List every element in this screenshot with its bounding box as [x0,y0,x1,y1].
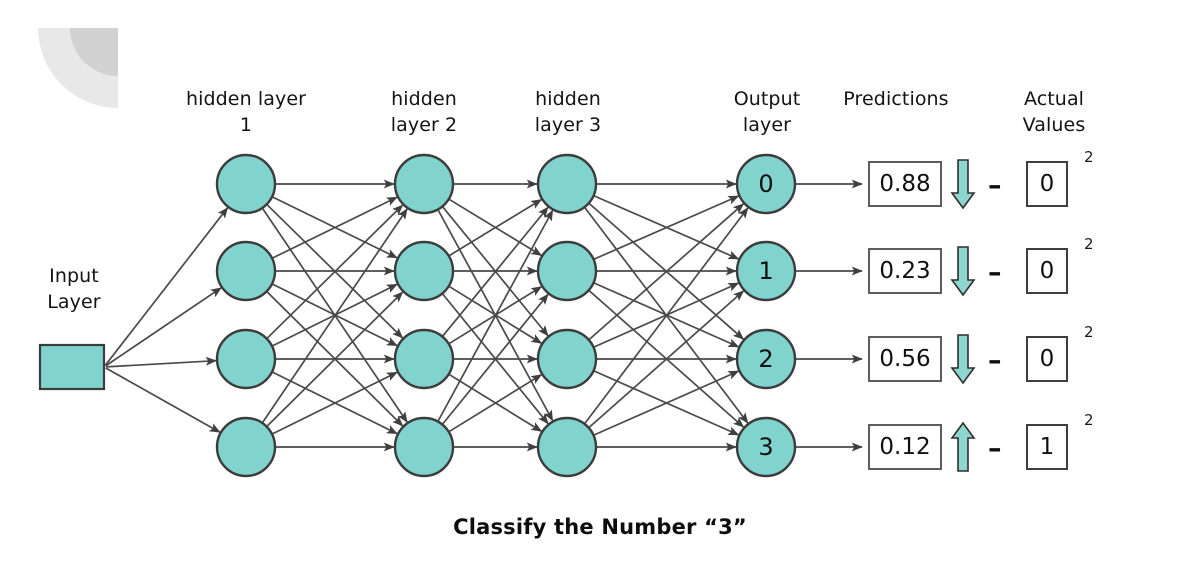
diagram-caption: Classify the Number “3” [453,515,747,539]
hidden-node-l1-1 [215,153,277,215]
network-edge [271,196,398,260]
minus-operator-0: – [988,170,1002,201]
actual-value-box-1: 0 [1026,248,1068,294]
output-node-label-3: 3 [758,433,774,461]
label-hidden-layer-2: hidden layer 2 [390,88,458,136]
exponent-0: 2 [1084,148,1094,166]
output-node-2 [735,328,797,390]
label-hidden-layer-1: hidden layer 1 [185,88,307,136]
actual-value-box-2: 0 [1026,336,1068,382]
output-node-label-1: 1 [758,257,774,285]
label-output-layer: Output layer [733,88,801,136]
hidden-node-l2-4 [393,416,455,478]
label-predictions: Predictions [843,88,949,110]
hidden-node-l1-3 [215,328,277,390]
prediction-box-2: 0.56 [868,336,942,382]
network-edge [271,371,398,435]
network-edge [588,203,745,341]
network-edge [266,291,404,428]
prediction-box-1: 0.23 [868,248,942,294]
exponent-2: 2 [1084,323,1094,341]
hidden-node-l3-1 [536,153,598,215]
output-node-1 [735,240,797,302]
minus-operator-1: – [988,257,1002,288]
hidden-node-l3-2 [536,240,598,302]
network-edge [105,367,221,434]
down-arrow [950,245,976,301]
prediction-box-3: 0.12 [868,424,942,470]
network-edge [448,198,543,257]
hidden-node-l2-3 [393,328,455,390]
network-edge [583,207,749,425]
hidden-node-l2-1 [393,153,455,215]
network-nodes [38,153,797,478]
network-edge [437,209,554,422]
network-edge [105,356,217,368]
network-edge [593,195,740,261]
network-edge [448,373,543,433]
input-layer-block [38,343,106,391]
label-actual-values: Actual Values [1022,88,1086,136]
exponent-1: 2 [1084,235,1094,253]
up-arrow [950,421,976,477]
network-edge [441,206,549,338]
hidden-node-l1-4 [215,416,277,478]
hidden-node-l3-4 [536,416,598,478]
minus-operator-2: – [988,345,1002,376]
output-node-3 [735,416,797,478]
network-edge [266,204,404,340]
hidden-node-l2-2 [393,240,455,302]
output-node-label-0: 0 [758,170,774,198]
actual-value-box-0: 0 [1026,161,1068,207]
exponent-3: 2 [1084,411,1094,429]
network-edge [105,287,222,367]
down-arrow [950,333,976,389]
hidden-node-l1-2 [215,240,277,302]
label-hidden-layer-3: hidden layer 3 [534,88,602,136]
down-arrow [950,158,976,214]
network-edge [588,290,745,429]
network-edges [104,179,863,452]
network-edge [104,207,229,366]
output-node-0 [735,153,797,215]
actual-value-box-3: 1 [1026,424,1068,470]
label-input-layer: Input Layer [47,265,101,313]
network-edge [261,208,408,424]
prediction-box-0: 0.88 [868,161,942,207]
minus-operator-3: – [988,433,1002,464]
hidden-node-l3-3 [536,328,598,390]
network-edge [441,293,549,426]
network-edge [593,370,740,437]
output-node-label-2: 2 [758,345,774,373]
